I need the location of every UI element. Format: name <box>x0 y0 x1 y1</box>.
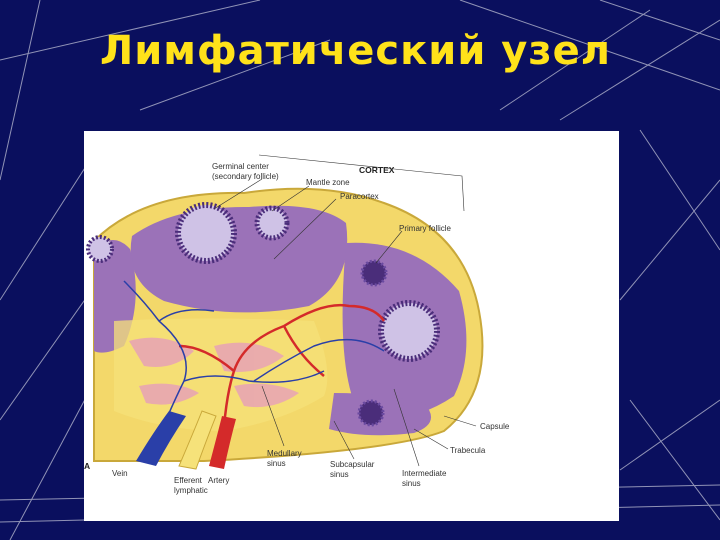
slide-title: Лимфатический узел <box>100 28 612 74</box>
label-capsule: Capsule <box>480 422 510 431</box>
label-subcapsular-sinus-line2: sinus <box>330 470 349 479</box>
label-paracortex: Paracortex <box>340 192 379 201</box>
efferent-lymphatic-vessel <box>178 410 217 470</box>
lymph-node-diagram: Germinal center (secondary follicle) Man… <box>84 154 510 495</box>
label-medullary-sinus-line1: Medullary <box>267 449 302 458</box>
artery-vessel <box>209 416 236 469</box>
lymph-node-figure: Germinal center (secondary follicle) Man… <box>84 131 619 521</box>
label-efferent-lymphatic-line2: lymphatic <box>174 486 208 495</box>
label-efferent-lymphatic-line1: Efferent <box>174 476 203 485</box>
primary-follicle <box>360 259 388 287</box>
label-subcapsular-sinus-line1: Subcapsular <box>330 460 375 469</box>
label-medullary-sinus-line2: sinus <box>267 459 286 468</box>
follicle-lower <box>357 399 385 427</box>
label-vein: Vein <box>112 469 128 478</box>
label-intermediate-sinus-line1: Intermediate <box>402 469 447 478</box>
medullary-cords <box>129 337 299 408</box>
germinal-center-follicle-small <box>254 205 290 241</box>
label-germinal-center-line1: Germinal center <box>212 162 269 171</box>
germinal-center-follicle-large <box>175 202 237 264</box>
label-artery: Artery <box>208 476 229 485</box>
secondary-follicle-right <box>378 300 440 362</box>
label-edge-fragment: A <box>84 461 90 471</box>
label-germinal-center-line2: (secondary follicle) <box>212 172 279 181</box>
vein-vessel <box>136 411 186 466</box>
label-cortex: CORTEX <box>359 165 395 175</box>
label-primary-follicle: Primary follicle <box>399 224 452 233</box>
label-mantle-zone: Mantle zone <box>306 178 350 187</box>
follicle-left <box>86 235 114 263</box>
label-trabecula: Trabecula <box>450 446 486 455</box>
leader-lines <box>213 154 477 467</box>
label-intermediate-sinus-line2: sinus <box>402 479 421 488</box>
cortex-lobe-upper <box>130 205 348 313</box>
